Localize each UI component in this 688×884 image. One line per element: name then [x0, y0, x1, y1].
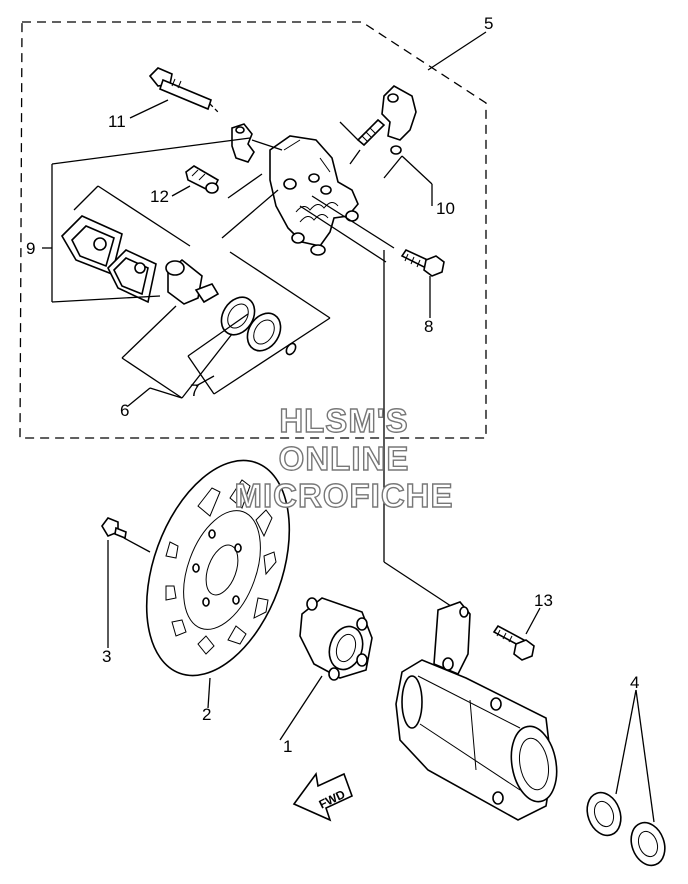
callout-leader-lines	[42, 31, 655, 823]
part-6-piston[interactable]	[165, 258, 220, 305]
part-11-pin-bolt[interactable]	[148, 67, 219, 113]
part-2-brake-disc[interactable]	[120, 441, 317, 695]
watermark-line-1: HLSM'S	[279, 402, 408, 439]
caliper-assembly-boundary	[19, 21, 487, 439]
callout-12: 12	[150, 187, 169, 206]
watermark: HLSM'S ONLINE MICROFICHE	[234, 401, 454, 514]
callout-4: 4	[630, 673, 639, 692]
part-7-seals[interactable]	[215, 291, 298, 357]
fwd-arrow-icon: FWD	[292, 771, 354, 822]
part-13-bolt[interactable]	[492, 624, 535, 661]
callout-13: 13	[534, 591, 553, 610]
callout-1: 1	[283, 737, 292, 756]
callout-5: 5	[484, 14, 493, 33]
part-9-brake-pads[interactable]	[60, 215, 157, 304]
callout-numbers: 1 2 3 4 5 6 7 8 9 10 11 12 13	[26, 14, 639, 756]
part-3-disc-bolt[interactable]	[101, 517, 151, 553]
callout-6: 6	[120, 401, 129, 420]
callout-11: 11	[108, 112, 126, 131]
part-4-lock-nuts[interactable]	[581, 788, 670, 870]
callout-9: 9	[26, 239, 35, 258]
part-10-bracket[interactable]	[356, 85, 417, 155]
part-1-hub[interactable]	[299, 597, 373, 681]
axle-housing[interactable]	[395, 601, 562, 821]
assembly-leader-lines	[51, 121, 461, 613]
callout-3: 3	[102, 647, 111, 666]
callout-7: 7	[190, 381, 199, 400]
callout-8: 8	[424, 317, 433, 336]
callout-2: 2	[202, 705, 211, 724]
part-12-bleed-screw[interactable]	[185, 165, 220, 194]
watermark-line-3: MICROFICHE	[235, 477, 454, 514]
callout-10: 10	[436, 199, 455, 218]
watermark-line-2: ONLINE	[279, 440, 410, 477]
part-8-mount-bolt[interactable]	[400, 248, 445, 277]
caliper-body[interactable]	[231, 123, 359, 256]
